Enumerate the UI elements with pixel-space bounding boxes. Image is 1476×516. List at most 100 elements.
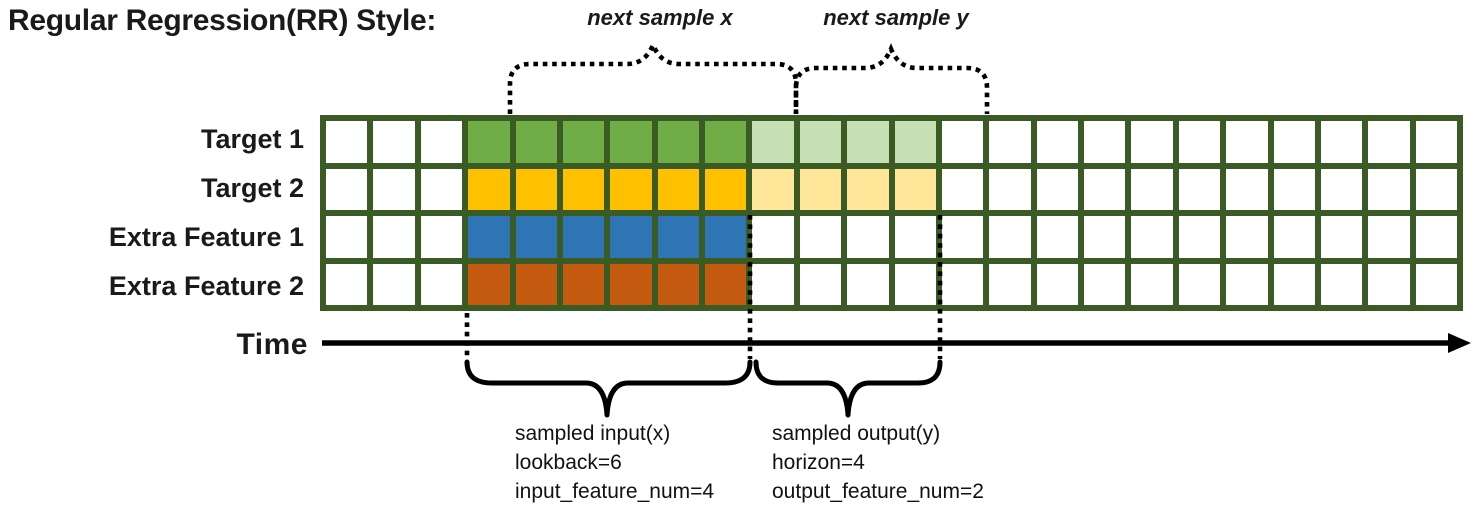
grid-cell-white <box>373 216 415 258</box>
grid-cell-white <box>1084 263 1126 305</box>
grid-cell-white <box>1131 216 1173 258</box>
grid-cell-white <box>1273 216 1315 258</box>
grid-cell-white <box>420 121 463 163</box>
row-label-target-2: Target 2 <box>200 173 304 203</box>
next-sample-x-label: next sample x <box>587 5 733 30</box>
grid-cell-orange <box>610 263 652 305</box>
grid-cell-white <box>1273 263 1315 305</box>
next-sample-y-brace <box>793 43 990 114</box>
grid-cell-orange <box>515 263 557 305</box>
grid-cell-white <box>799 216 842 258</box>
grid-cell-white <box>1368 121 1410 163</box>
grid-cell-white <box>894 216 936 258</box>
grid-cell-white <box>941 168 984 210</box>
lookback-value: lookback=6 <box>515 451 622 474</box>
grid-cell-white <box>1320 263 1363 305</box>
grid-cell-white <box>941 263 984 305</box>
grid-cell-white <box>373 263 415 305</box>
next-sample-y-label: next sample y <box>823 5 969 30</box>
grid-cell-blue <box>705 216 747 258</box>
grid-cell-white <box>1131 263 1173 305</box>
grid-cell-white <box>1415 263 1457 305</box>
grid-cell-white <box>1178 263 1221 305</box>
grid-cell-white <box>1368 216 1410 258</box>
grid-cell-white <box>989 121 1031 163</box>
grid-cell-light-green <box>847 121 889 163</box>
grid-cell-white <box>1415 216 1457 258</box>
grid-cell-white <box>1273 121 1315 163</box>
sampled-output-brace <box>753 359 943 418</box>
grid-cell-green <box>610 121 652 163</box>
grid-cell-white <box>1036 216 1078 258</box>
time-axis-arrowhead <box>1448 333 1471 353</box>
grid-cell-white <box>752 216 794 258</box>
grid-cell-light-green <box>752 121 794 163</box>
grid-cell-white <box>752 263 794 305</box>
grid-cell-white <box>941 216 984 258</box>
sampled-input-title: sampled input(x) <box>515 422 671 445</box>
grid-cell-white <box>1226 121 1268 163</box>
grid-cell-white <box>799 263 842 305</box>
row-label-extra-feature-2: Extra Feature 2 <box>108 271 304 301</box>
grid-cell-white <box>420 168 463 210</box>
grid-cell-blue <box>610 216 652 258</box>
horizon-value: horizon=4 <box>772 451 865 474</box>
row-labels: Target 1 Target 2 Extra Feature 1 Extra … <box>0 115 312 311</box>
grid-cell-white <box>326 263 368 305</box>
grid-cell-white <box>1415 121 1457 163</box>
row-label-extra-feature-1: Extra Feature 1 <box>108 222 304 252</box>
grid-cell-white <box>1084 168 1126 210</box>
grid-cell-gold <box>515 168 557 210</box>
grid-cell-white <box>1415 168 1457 210</box>
grid-cell-white <box>326 121 368 163</box>
time-axis-label: Time <box>236 328 308 361</box>
grid-cell-orange <box>562 263 605 305</box>
grid-cell-green <box>515 121 557 163</box>
next-sample-x-brace <box>507 39 799 114</box>
grid-cell-white <box>941 121 984 163</box>
grid-cell-white <box>1226 216 1268 258</box>
grid-cell-light-gold <box>894 168 936 210</box>
diagram-title: Regular Regression(RR) Style: <box>8 4 437 37</box>
grid-cell-white <box>373 121 415 163</box>
grid-cell-blue <box>468 216 510 258</box>
grid-cell-blue <box>562 216 605 258</box>
grid-cell-white <box>989 263 1031 305</box>
grid-cell-light-green <box>799 121 842 163</box>
grid-cell-white <box>326 216 368 258</box>
grid-cell-blue <box>515 216 557 258</box>
grid-cell-white <box>1273 168 1315 210</box>
grid-cell-white <box>1084 216 1126 258</box>
grid-cell-white <box>894 263 936 305</box>
grid-cell-gold <box>468 168 510 210</box>
grid-cell-white <box>847 263 889 305</box>
grid-cell-white <box>847 216 889 258</box>
grid-cell-white <box>989 168 1031 210</box>
grid-cell-orange <box>705 263 747 305</box>
grid-cell-white <box>989 216 1031 258</box>
sampled-output-caption: sampled output(y) horizon=4 output_featu… <box>772 419 984 506</box>
grid-cell-light-gold <box>847 168 889 210</box>
grid-cell-white <box>1226 168 1268 210</box>
grid-cell-white <box>420 263 463 305</box>
grid-cell-orange <box>468 263 510 305</box>
grid-cell-white <box>1178 121 1221 163</box>
grid-cell-white <box>1320 121 1363 163</box>
grid-cell-white <box>1131 168 1173 210</box>
grid-cell-green <box>468 121 510 163</box>
grid-cell-light-green <box>894 121 936 163</box>
grid-cell-white <box>1368 263 1410 305</box>
grid-cell-blue <box>657 216 699 258</box>
grid-cell-gold <box>610 168 652 210</box>
grid-cell-gold <box>562 168 605 210</box>
grid-cell-white <box>1226 263 1268 305</box>
grid-cell-green <box>657 121 699 163</box>
grid-cell-white <box>1131 121 1173 163</box>
grid-cell-light-gold <box>799 168 842 210</box>
output-feature-num-value: output_feature_num=2 <box>772 480 984 503</box>
grid-cell-white <box>1036 121 1078 163</box>
row-label-target-1: Target 1 <box>200 124 304 154</box>
grid-cell-white <box>1320 216 1363 258</box>
input-feature-num-value: input_feature_num=4 <box>515 480 715 503</box>
